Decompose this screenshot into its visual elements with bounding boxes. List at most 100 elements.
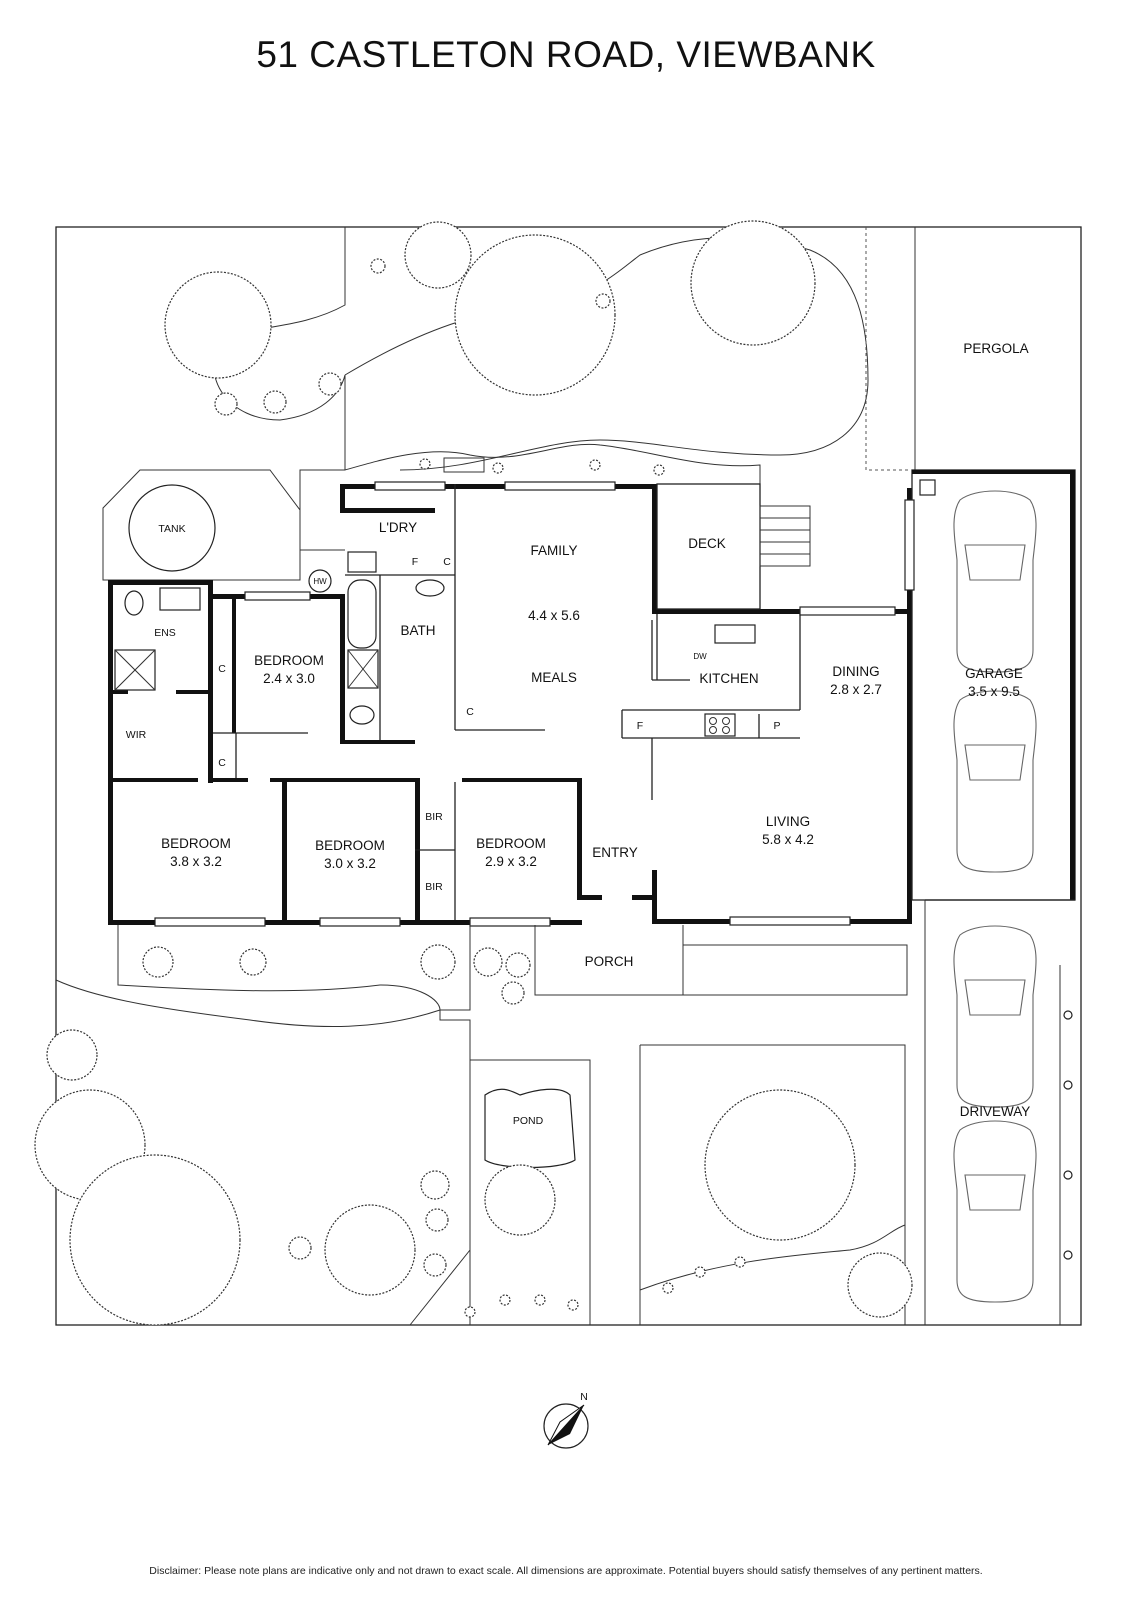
- shrub: [595, 293, 611, 309]
- shrub: [142, 946, 174, 978]
- bollard: [1063, 1010, 1073, 1020]
- shrub: [420, 1170, 450, 1200]
- planter: [443, 457, 485, 473]
- fridge-label: F: [412, 556, 418, 568]
- dining-dims: 2.8 x 2.7: [830, 682, 882, 697]
- bath-basin: [415, 579, 445, 597]
- bath-label: BATH: [400, 623, 435, 638]
- driveway-label: DRIVEWAY: [960, 1104, 1031, 1119]
- shrub: [653, 464, 665, 476]
- shrub: [499, 1294, 511, 1306]
- tree: [847, 1252, 913, 1318]
- shrub: [501, 981, 525, 1005]
- laundry-tub: [347, 551, 377, 573]
- garage-wall-top: [912, 470, 1075, 474]
- hot-water-unit: [308, 569, 332, 593]
- bollard: [1063, 1080, 1073, 1090]
- bath-shower-cross: [347, 649, 379, 689]
- shrub: [589, 459, 601, 471]
- driveway-car-2: [953, 1120, 1037, 1303]
- cupboard-label: C: [218, 757, 226, 769]
- shrub: [662, 1282, 674, 1294]
- page-title: 51 CASTLETON ROAD, VIEWBANK: [256, 34, 876, 75]
- shrub: [464, 1306, 476, 1318]
- hw-label: HW: [313, 577, 327, 586]
- pergola-dashes: [865, 227, 910, 471]
- bollard: [1063, 1170, 1073, 1180]
- garage-dims: 3.5 x 9.5: [968, 684, 1020, 699]
- cupboard-label: C: [218, 663, 226, 675]
- bir-label-1: BIR: [425, 811, 443, 823]
- cupboard-label: C: [443, 556, 451, 568]
- tree: [164, 271, 272, 379]
- tree: [404, 221, 472, 289]
- rear-garden-curve: [344, 443, 761, 600]
- windows: [154, 481, 915, 927]
- front-terrace: [683, 944, 908, 996]
- front-path-left: [55, 979, 441, 1028]
- wir-label: WIR: [126, 729, 147, 741]
- cooktop-burner: [709, 726, 717, 734]
- garage-wall-right: [1070, 470, 1075, 900]
- bedroom3-dims: 3.0 x 3.2: [324, 856, 376, 871]
- tree: [46, 1029, 98, 1081]
- bedroom4-dims: 2.9 x 3.2: [485, 854, 537, 869]
- garage-corner-fixture: [919, 479, 936, 496]
- dining-label: DINING: [832, 664, 879, 679]
- pond-label: POND: [513, 1115, 544, 1127]
- side-path: [299, 469, 345, 551]
- porch-label: PORCH: [585, 954, 634, 969]
- bedroom2-label: BEDROOM: [254, 653, 324, 668]
- front-path: [439, 1010, 471, 1325]
- tank: [128, 484, 216, 572]
- garage-car-1: [953, 490, 1037, 673]
- ensuite-shower-cross: [114, 649, 156, 691]
- shrub: [239, 948, 267, 976]
- shrub: [370, 258, 386, 274]
- property-boundary: [55, 226, 1082, 1326]
- ensuite-vanity: [159, 587, 201, 611]
- family-dims: 4.4 x 5.6: [528, 608, 580, 623]
- bath-toilet: [349, 705, 375, 725]
- dishwasher-label: DW: [693, 652, 707, 661]
- front-garden-bed: [117, 925, 471, 1011]
- bathtub: [347, 579, 377, 649]
- bollard: [1063, 1250, 1073, 1260]
- shrub: [419, 458, 431, 470]
- cooktop-burner: [709, 717, 717, 725]
- shrub: [420, 944, 456, 980]
- entry-label: ENTRY: [592, 845, 638, 860]
- bedroom4-label: BEDROOM: [476, 836, 546, 851]
- pergola-label: PERGOLA: [963, 341, 1028, 356]
- living-dims: 5.8 x 4.2: [762, 832, 814, 847]
- shrub: [473, 947, 503, 977]
- tank-area: [102, 469, 301, 581]
- bedroom1-dims: 3.8 x 3.2: [170, 854, 222, 869]
- deck-label: DECK: [688, 536, 726, 551]
- shrub: [214, 392, 238, 416]
- porch: [534, 925, 684, 996]
- garage-label: GARAGE: [965, 666, 1023, 681]
- shrub: [734, 1256, 746, 1268]
- ensuite-label: ENS: [154, 627, 176, 639]
- tank-label: TANK: [158, 523, 185, 535]
- shrub: [534, 1294, 546, 1306]
- shrub: [288, 1236, 312, 1260]
- tree: [324, 1204, 416, 1296]
- garage-car-2: [953, 690, 1037, 873]
- laundry-label: L'DRY: [379, 520, 417, 535]
- bedroom1-label: BEDROOM: [161, 836, 231, 851]
- tree: [704, 1089, 856, 1241]
- tree: [69, 1154, 241, 1326]
- fridge-label: F: [637, 720, 643, 732]
- disclaimer: Disclaimer: Please note plans are indica…: [149, 1565, 983, 1577]
- shrub: [425, 1208, 449, 1232]
- deck-stairs: [759, 505, 811, 567]
- shrub: [318, 372, 342, 396]
- cooktop: [704, 713, 736, 737]
- compass-north-label: N: [580, 1391, 588, 1403]
- shrub: [492, 462, 504, 474]
- family-label: FAMILY: [530, 543, 577, 558]
- tree: [484, 1164, 556, 1236]
